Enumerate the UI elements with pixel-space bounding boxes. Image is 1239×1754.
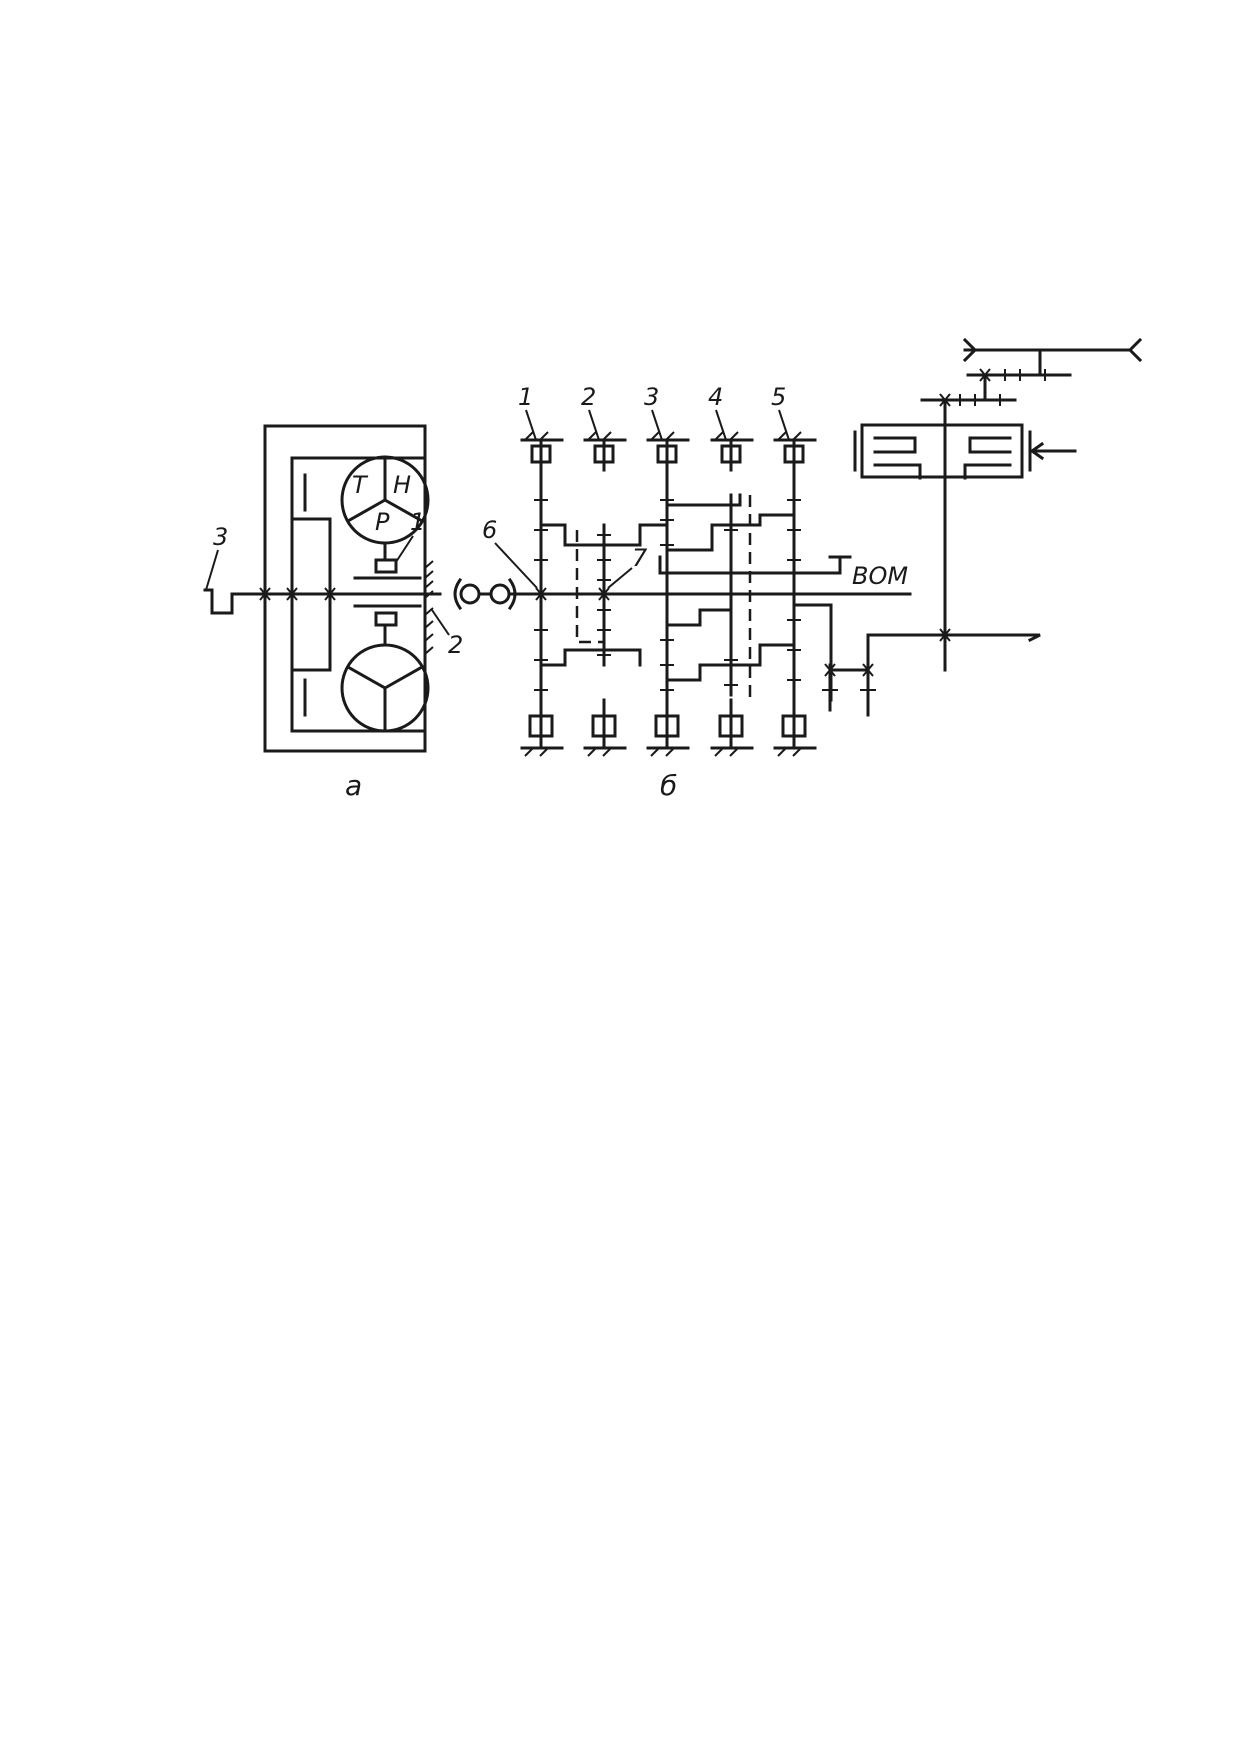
callout-a-1: 1: [410, 508, 425, 536]
callout-a-2: 2: [448, 631, 463, 659]
bottom-brakes: [520, 698, 817, 757]
cardan-joint-left: [459, 583, 481, 605]
caption-a: а: [345, 769, 362, 802]
engine-crank: [203, 588, 267, 615]
callout-b-3: 3: [644, 383, 659, 411]
reactor-letter: Р: [375, 508, 390, 536]
callout-b-2: 2: [581, 383, 596, 411]
figure-a-torque-converter: Т Н Р: [203, 424, 517, 802]
callout-a-3: 3: [213, 523, 228, 551]
freewheel-bottom: [374, 611, 398, 627]
final-drive: [822, 337, 1143, 717]
freewheel-top: [374, 558, 398, 574]
figure-b-planetary-gearbox: ВОМ: [482, 383, 912, 802]
cardan-yoke-left: [453, 577, 463, 611]
cardan-joint-right: [489, 583, 511, 605]
callout-b-5: 5: [771, 383, 786, 411]
carrier-dashed-1: [575, 530, 604, 644]
callout-b-4: 4: [708, 383, 723, 411]
pto-label: ВОМ: [852, 562, 908, 590]
pump-letter: Н: [393, 471, 411, 499]
caption-b: б: [660, 769, 677, 802]
top-brakes: [520, 431, 817, 472]
callout-b-6: 6: [482, 516, 497, 544]
callout-b-1: 1: [518, 383, 533, 411]
turbine-letter: Т: [352, 471, 369, 499]
distribution-clutch-housing: [860, 423, 1024, 479]
callout-b-7: 7: [632, 544, 648, 572]
